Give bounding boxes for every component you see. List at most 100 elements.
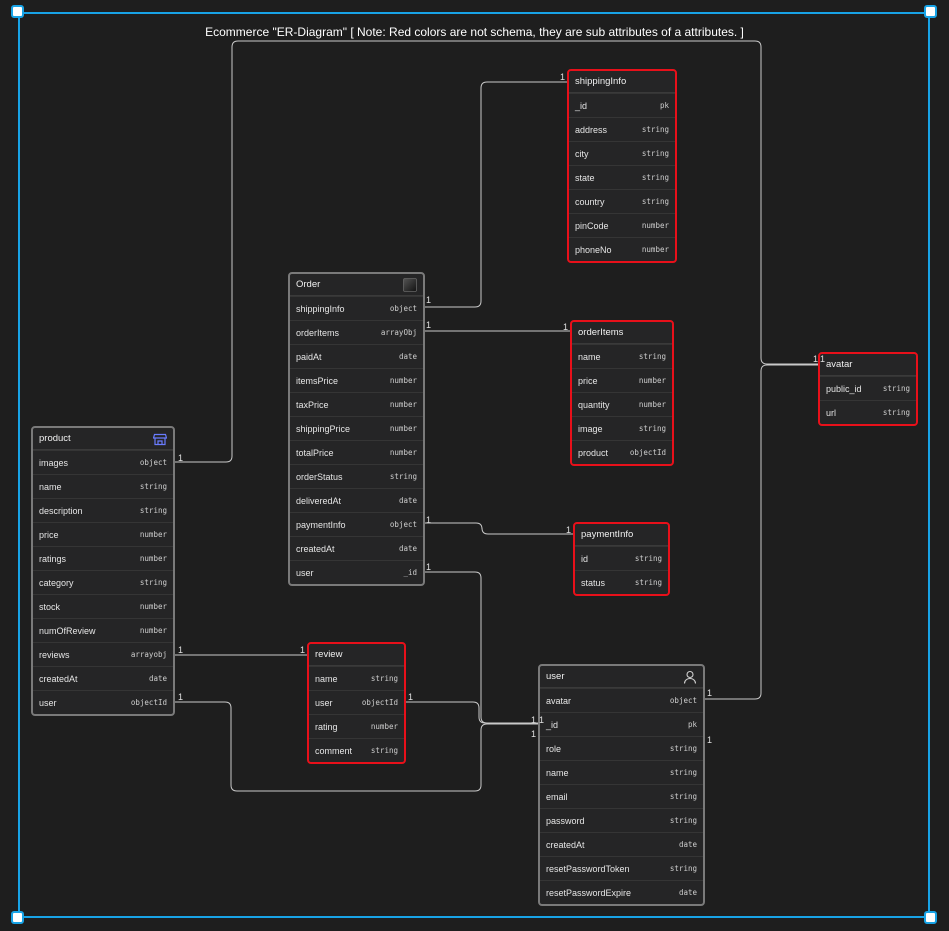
cardinality-label: 1 xyxy=(707,735,713,745)
resize-handle-bottom-left[interactable] xyxy=(11,911,24,924)
field-row[interactable]: user_id xyxy=(290,560,423,584)
field-name: phoneNo xyxy=(575,245,612,255)
entity-header[interactable]: user xyxy=(540,666,703,688)
field-name: totalPrice xyxy=(296,448,334,458)
field-row[interactable]: createdAt date xyxy=(540,832,703,856)
field-type: string xyxy=(370,674,398,683)
field-name: shippingInfo xyxy=(296,304,345,314)
field-type: string xyxy=(669,768,697,777)
entity-header[interactable]: shippingInfo xyxy=(569,71,675,93)
resize-handle-top-left[interactable] xyxy=(11,5,24,18)
selection-frame xyxy=(18,12,930,918)
field-type: objectId xyxy=(361,698,398,707)
entity-name: shippingInfo xyxy=(575,76,627,87)
entity-name: product xyxy=(39,433,71,444)
entity-header[interactable]: review xyxy=(309,644,404,666)
entity-header[interactable]: Order xyxy=(290,274,423,296)
field-name: product xyxy=(578,448,609,458)
field-type: string xyxy=(634,578,662,587)
entity-header[interactable]: product xyxy=(33,428,173,450)
field-type: pk xyxy=(659,101,669,110)
entity-header[interactable]: avatar xyxy=(820,354,916,376)
field-name: images xyxy=(39,458,69,468)
resize-handle-top-right[interactable] xyxy=(924,5,937,18)
field-name: comment xyxy=(315,746,353,756)
entity-name: review xyxy=(315,649,343,660)
resize-handle-bottom-right[interactable] xyxy=(924,911,937,924)
entity-header[interactable]: paymentInfo xyxy=(575,524,668,546)
field-name: resetPasswordToken xyxy=(546,864,630,874)
field-name: id xyxy=(581,554,589,564)
entity-header[interactable]: orderItems xyxy=(572,322,672,344)
field-type: arrayObj xyxy=(380,328,417,337)
field-name: address xyxy=(575,125,608,135)
entity-name: Order xyxy=(296,279,321,290)
field-type: string xyxy=(638,352,666,361)
field-type: number xyxy=(389,424,417,433)
field-type: date xyxy=(678,840,697,849)
field-type: pk xyxy=(687,720,697,729)
store-icon xyxy=(153,433,167,446)
field-name: createdAt xyxy=(546,840,585,850)
